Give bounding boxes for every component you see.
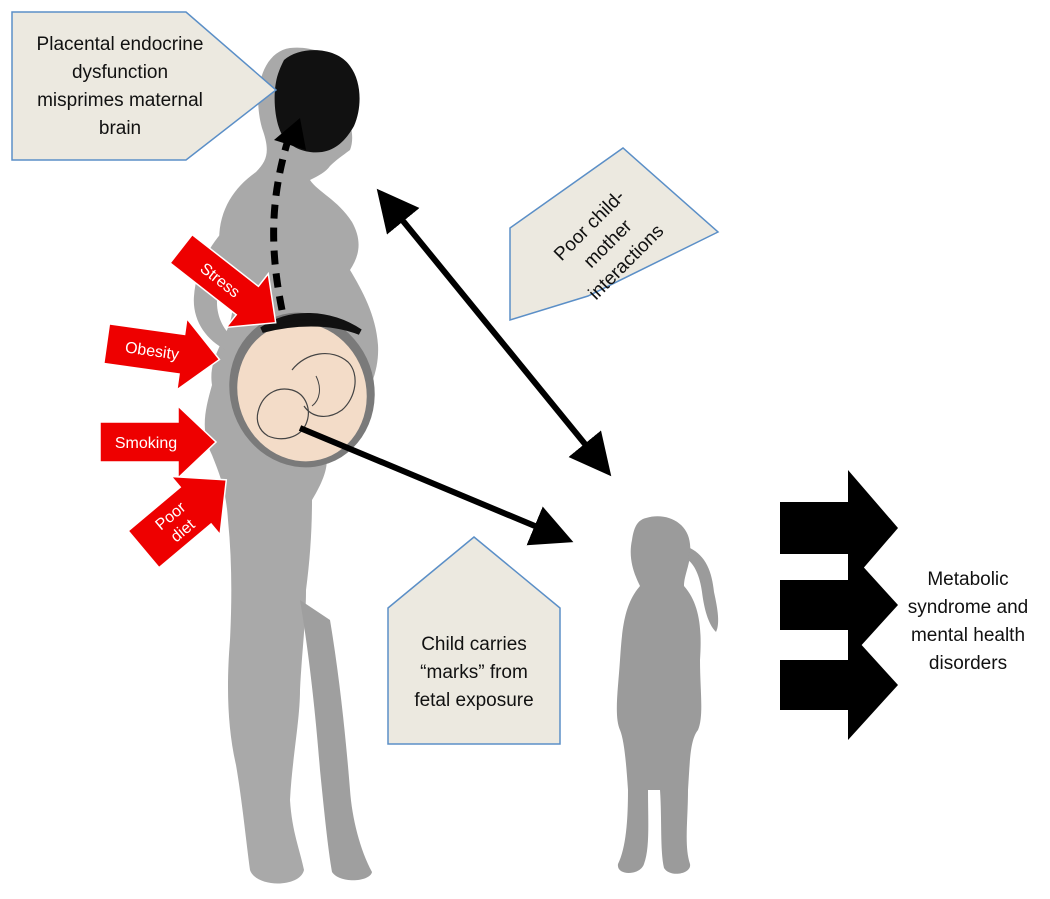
callout-marks-line-1: Child carries — [421, 634, 527, 655]
callout-placental-line-2: dysfunction — [72, 62, 168, 83]
outcome-line-2: syndrome and — [908, 597, 1028, 618]
outcome-arrow-2 — [780, 550, 898, 660]
callout-interactions: Poor child- mother interactions — [509, 147, 720, 322]
outcome-arrow-3 — [780, 630, 898, 740]
risk-factor-poor-diet: Poor diet — [127, 475, 228, 569]
callout-placental-line-1: Placental endocrine — [37, 34, 204, 55]
callout-placental: Placental endocrine dysfunction misprime… — [11, 11, 278, 161]
callout-marks: Child carries “marks” from fetal exposur… — [387, 536, 561, 745]
child-body — [616, 516, 702, 874]
fetus-to-child-arrow — [298, 425, 574, 546]
callout-marks-line-3: fetal exposure — [414, 690, 533, 711]
callout-placental-line-3: misprimes maternal — [37, 90, 203, 111]
child-ponytail — [688, 548, 719, 632]
outcome-line-4: disorders — [929, 653, 1007, 674]
placenta-to-brain-arrowhead — [274, 118, 306, 150]
outcome-arrows — [780, 470, 898, 740]
outcome-line-1: Metabolic — [927, 569, 1008, 590]
callout-placental-line-4: brain — [99, 118, 141, 139]
callout-marks-line-2: “marks” from — [420, 662, 528, 683]
risk-factor-obesity: Obesity — [102, 316, 221, 392]
mother-silhouette — [193, 47, 379, 884]
outcome-arrow-1 — [780, 470, 898, 586]
placenta-to-brain-arrow — [270, 138, 292, 311]
mother-back-leg — [300, 600, 372, 881]
fetus-icon — [229, 312, 375, 468]
risk-factor-smoking: Smoking — [99, 404, 218, 480]
outcome-label: Metabolic syndrome and mental health dis… — [908, 569, 1028, 674]
risk-factor-smoking-label: Smoking — [115, 435, 177, 452]
child-silhouette — [616, 516, 719, 874]
mother-child-interaction-arrow — [376, 188, 612, 477]
outcome-line-3: mental health — [911, 625, 1025, 646]
